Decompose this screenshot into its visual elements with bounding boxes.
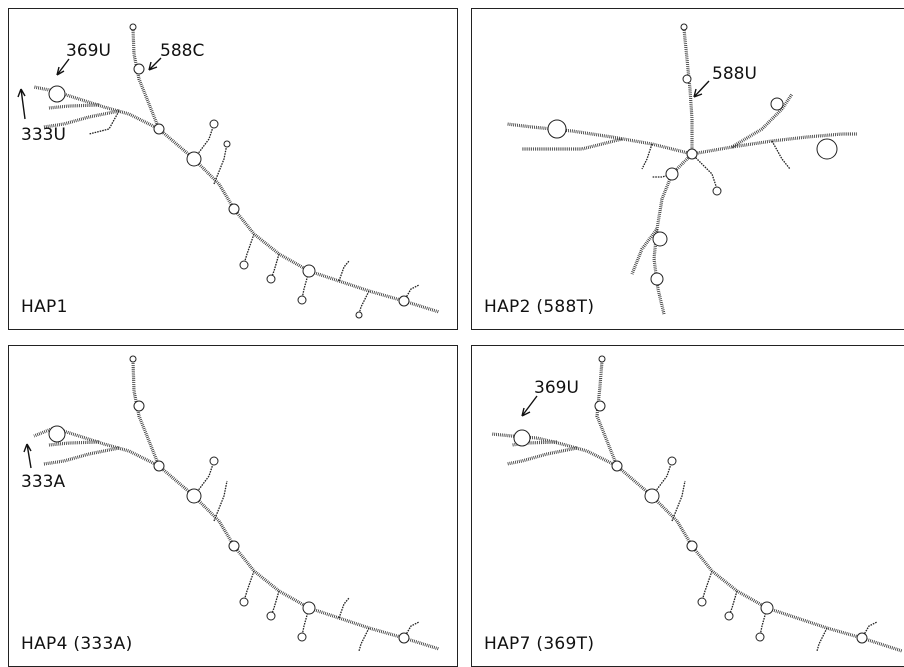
rna-structure-hap1: 369U 588C 333U (9, 9, 458, 330)
rna-loops (514, 356, 867, 643)
rna-loops (49, 356, 409, 643)
rna-structure-hap4: 333A (9, 346, 458, 667)
annotation-369u: 369U (57, 41, 111, 75)
rna-backbone (34, 29, 439, 314)
rna-structure-hap7: 369U (472, 346, 904, 667)
svg-text:369U: 369U (534, 378, 579, 398)
svg-text:588C: 588C (160, 41, 204, 61)
rna-backbone (507, 29, 857, 314)
panel-label: HAP1 (21, 297, 68, 317)
panel-label: HAP2 (588T) (484, 297, 594, 317)
panel-hap7: 369U HAP7 (369T) (471, 345, 904, 667)
svg-text:588U: 588U (712, 64, 757, 84)
annotation-588c: 588C (149, 41, 204, 70)
rna-structure-hap2: 588U (472, 9, 904, 330)
panel-label: HAP7 (369T) (484, 634, 594, 654)
rna-backbone (492, 361, 902, 651)
rna-backbone (34, 361, 439, 651)
svg-text:333U: 333U (21, 125, 66, 145)
panel-label: HAP4 (333A) (21, 634, 133, 654)
rna-loops (548, 24, 837, 285)
annotation-588u: 588U (694, 64, 757, 97)
svg-text:369U: 369U (66, 41, 111, 61)
svg-text:333A: 333A (21, 472, 65, 492)
annotation-333a: 333A (21, 444, 65, 492)
annotation-369u: 369U (522, 378, 579, 416)
panel-hap1: 369U 588C 333U HAP1 (8, 8, 458, 330)
panel-hap2: 588U HAP2 (588T) (471, 8, 904, 330)
panel-hap4: 333A HAP4 (333A) (8, 345, 458, 667)
rna-loops (49, 24, 409, 318)
